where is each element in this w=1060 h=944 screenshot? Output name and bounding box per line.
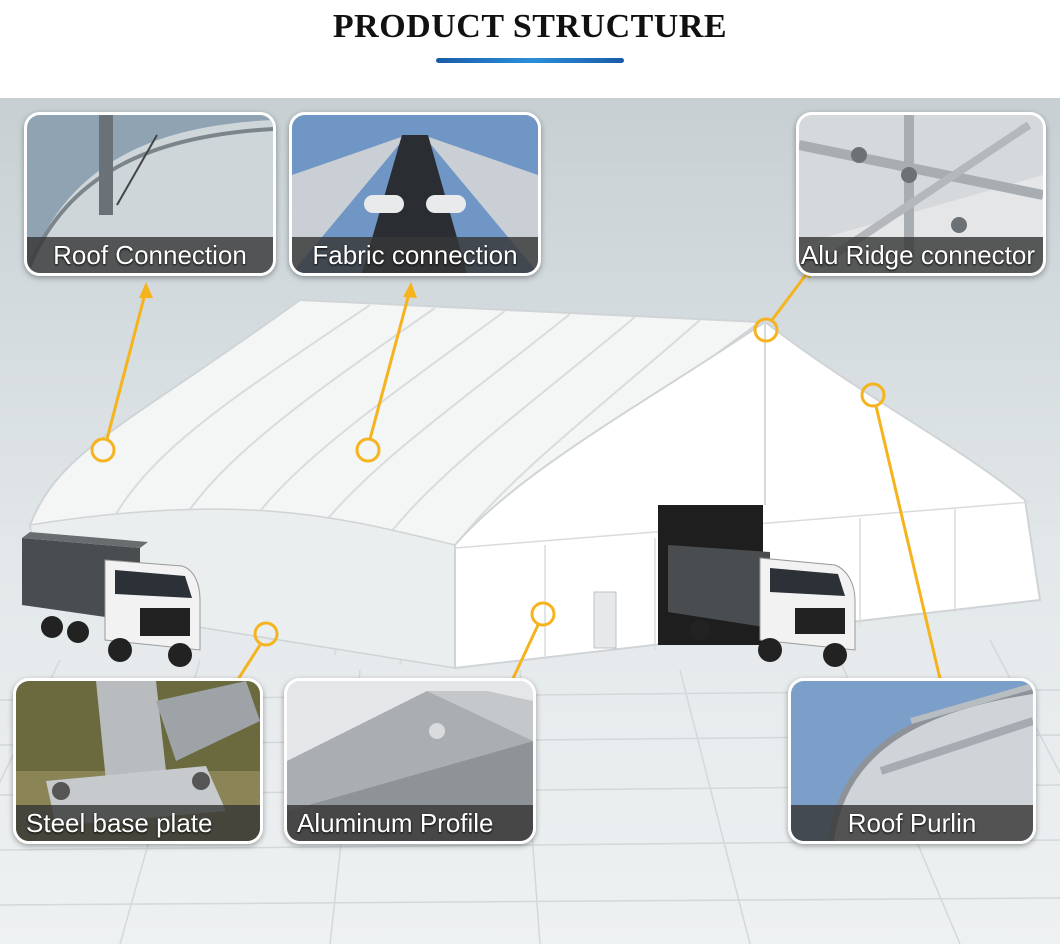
callout-alu-ridge-connector: Alu Ridge connector (796, 112, 1046, 276)
page-title: PRODUCT STRUCTURE (332, 8, 728, 45)
roof-connection-label: Roof Connection (27, 237, 273, 273)
truck-left (22, 532, 201, 667)
small-door (593, 591, 617, 649)
callout-aluminum-profile: Aluminum Profile (284, 678, 536, 844)
fabric-connection-label: Fabric connection (292, 237, 538, 273)
alu-ridge-connector-label: Alu Ridge connector (799, 237, 1043, 273)
aluminum-profile-label: Aluminum Profile (287, 805, 533, 841)
roof-purlin-photo (791, 681, 1033, 841)
roof-purlin-label: Roof Purlin (791, 805, 1033, 841)
truck-right (668, 545, 856, 667)
title-underline (436, 58, 624, 63)
steel-base-plate-label: Steel base plate (16, 805, 260, 841)
callout-roof-purlin: Roof Purlin (788, 678, 1036, 844)
callout-steel-base-plate: Steel base plate (13, 678, 263, 844)
callout-roof-connection: Roof Connection (24, 112, 276, 276)
tent-illustration (0, 265, 1060, 944)
callout-fabric-connection: Fabric connection (289, 112, 541, 276)
header: PRODUCT STRUCTURE (0, 0, 1060, 98)
